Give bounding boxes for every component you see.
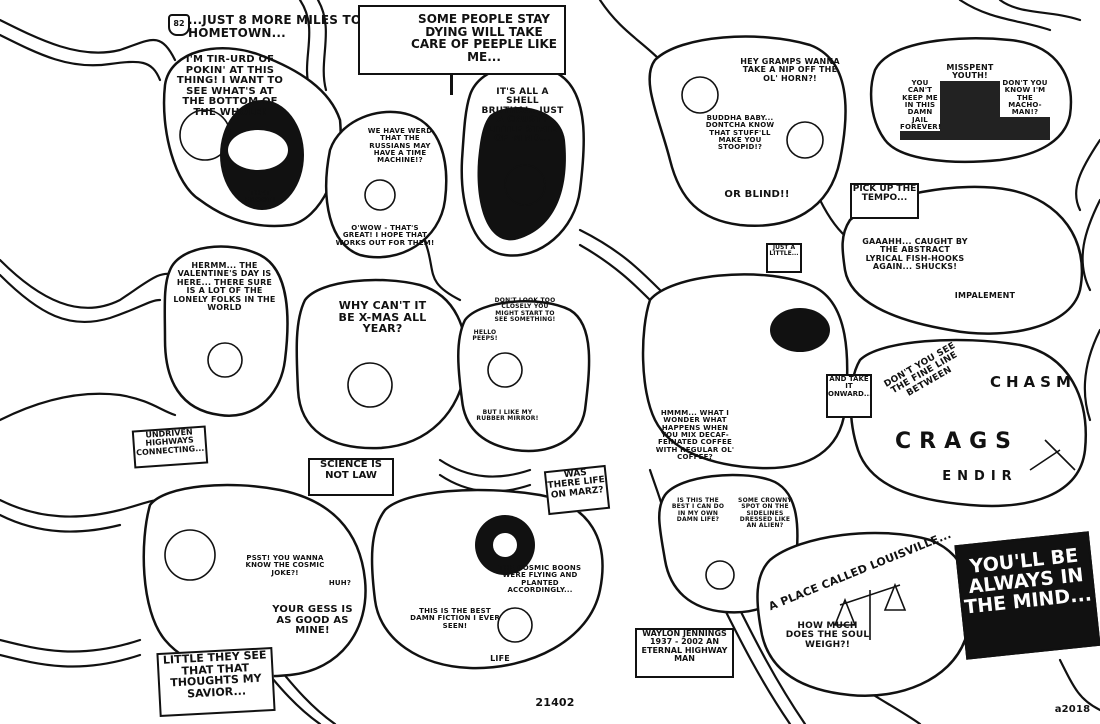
panel-valentine-speech: HERMM... THE VALENTINE'S DAY IS HERE... … [173,261,276,312]
billboard-science: SCIENCE IS NOT LAW [308,458,394,496]
billboard-undriven: UNDRIVEN HIGHWAYS CONNECTING... [131,425,209,469]
panel-alien-speech: IS THIS THE BEST I CAN DO IN MY OWN DAMN… [671,497,725,523]
panel-russians-reply: O'WOW - THAT'S GREAT! I HOPE THAT WORKS … [335,224,435,247]
panel-outline-russians [325,110,448,259]
billboard-onward: AND TAKE IT ONWARD... [826,374,872,418]
billboard-science-text: SCIENCE IS NOT LAW [319,459,383,481]
panel-fineline-word1: CHASM [990,373,1076,391]
footer-code: 21402 [535,696,575,709]
panel-fineline-word3: ENDIR [942,469,1018,484]
panel-xmas-speech: WHY CAN'T IT BE X-MAS ALL YEAR? [338,299,427,336]
panel-outline-fineline [849,338,1087,508]
billboard-people-text: SOME PEOPLE STAY DYING WILL TAKE CARE OF… [411,12,557,64]
panel-shell-speech: IT'S ALL A SHELL BRUTHA!.. JUST A CRUSTY… [481,87,564,145]
panel-abstract-speech: GAAAHH... CAUGHT BY THE ABSTRACT LYRICAL… [862,237,968,272]
panel-boons-label: LIFE [490,654,510,663]
billboard-onward-text: AND TAKE IT ONWARD... [828,375,872,398]
billboard-tempo: PICK UP THE TEMPO... [850,183,919,219]
billboard-waylon: WAYLON JENNINGS 1937 - 2002 AN ETERNAL H… [635,628,734,678]
panel-gramps-speech: HEY GRAMPS WANNA TAKE A NIP OFF THE OL' … [740,57,840,83]
panel-louisville-speech: HOW MUCH DOES THE SOUL WEIGH?! [785,621,870,650]
panel-abstract-note: IMPALEMENT [954,291,1016,300]
panel-outline-gramps [648,35,847,227]
panel-jail-title: MISSPENT YOUTH! [930,63,1010,81]
character-face-outline [179,109,231,161]
billboard-little-text: LITTLE THEY SEE THAT THAT THOUGHTS MY SA… [162,648,267,701]
route-shield-icon: 82 [168,14,190,36]
panel-outline-cosmic [142,483,367,678]
artist-signature: a2018 [1054,704,1091,715]
panel-cosmic-speech: PSST! YOU WANNA KNOW THE COSMIC JOKE?! [245,554,325,577]
billboard-undriven-text: UNDRIVEN HIGHWAYS CONNECTING... [135,427,205,458]
panel-boons-reply: THIS IS THE BEST DAMN FICTION I EVER SEE… [410,607,500,630]
shell-dark-background [477,107,566,241]
billboard-little-sign: JUST A LITTLE... [766,243,802,273]
panel-gramps-reply: BUDDHA BABY... DONTCHA KNOW THAT STUFF'L… [705,114,775,152]
billboard-people: SOME PEOPLE STAY DYING WILL TAKE CARE OF… [358,5,566,75]
billboard-marz-text: WAS THERE LIFE ON MARZ? [547,467,606,501]
panel-mirror-bottom: BUT I LIKE MY RUBBER MIRROR! [476,409,539,423]
panel-boons-speech: THE COSMIC BOONS WERE FLYING AND PLANTED… [498,564,582,595]
billboard-marz: WAS THERE LIFE ON MARZ? [543,464,611,516]
panel-outline-valentine [163,245,289,417]
coffee-cup-rim [770,308,830,352]
panel-outline-louisville [756,531,973,697]
panel-jail-right: DON'T YOU KNOW I'M THE MACHO-MAN!? [1000,79,1050,117]
billboard-mind-text: YOU'LL BE ALWAYS IN THE MIND... [963,544,1093,619]
sign-post [450,75,453,95]
panel-jail-left: YOU CAN'T KEEP ME IN THIS DAMN JAIL FORE… [900,79,942,132]
billboard-waylon-text: WAYLON JENNINGS 1937 - 2002 AN ETERNAL H… [641,629,728,664]
panel-coffee-speech: HMMM... WHAT I WONDER WHAT HAPPENS WHEN … [655,409,735,462]
panel-bottom-speech: I'M TIR-URD OF POKIN' AT THIS THING! I W… [176,54,284,118]
panel-fineline-word2: CRAGS [895,429,1020,454]
panel-cosmic-huh: HUH? [328,579,352,587]
panel-outline-abstract [841,185,1084,335]
billboard-tempo-text: PICK UP THE TEMPO... [852,184,917,204]
panel-outline-xmas [295,278,468,450]
panel-outline-mirror [457,300,591,453]
panel-mirror-sub: HELLO PEEPS! [472,329,498,343]
billboard-little: LITTLE THEY SEE THAT THAT THOUGHTS MY SA… [156,647,276,717]
panel-gramps-extra: OR BLIND!! [724,189,790,200]
panel-russians-speech: WE HAVE WERD THAT THE RUSSIANS MAY HAVE … [367,127,433,165]
route-sign-text: ...JUST 8 MORE MILES TO MY HOMETOWN... [188,13,387,40]
billboard-mind: YOU'LL BE ALWAYS IN THE MIND... [954,531,1100,660]
panel-alien-reply: SOME CROWNY SPOT ON THE SIDELINES DRESSE… [738,497,792,530]
panel-bottom-sub: THAT FROOT! [244,189,276,205]
panel-mirror-speech: DON'T LOOK TOO CLOSELY YOU MIGHT START T… [494,297,556,323]
panel-outline-boons [370,488,604,670]
billboard-little-sign-text: JUST A LITTLE... [769,244,799,258]
panel-cosmic-reply: YOUR GESS IS AS GOOD AS MINE! [272,604,353,636]
